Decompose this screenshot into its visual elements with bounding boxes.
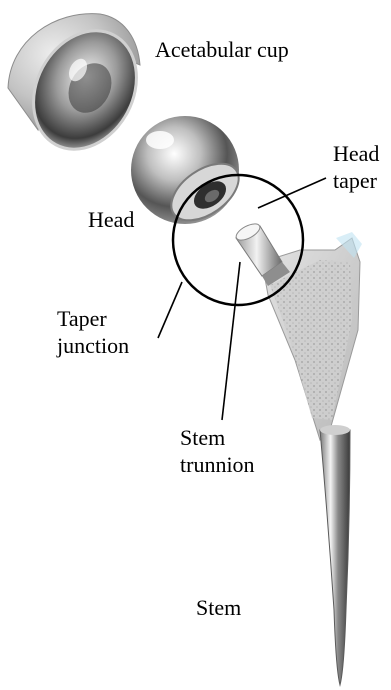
stem-label: Stem xyxy=(196,594,241,621)
stem-trunnion-leader-line xyxy=(222,262,240,420)
taper-junction-label: Taper junction xyxy=(57,305,129,359)
acetabular-cup-label: Acetabular cup xyxy=(155,36,289,63)
femoral-stem-shape xyxy=(262,232,362,685)
taper-junction-leader-line xyxy=(158,282,182,338)
taper-junction-label-line2: junction xyxy=(57,332,129,359)
stem-trunnion-label-line2: trunnion xyxy=(180,451,255,478)
femoral-head-shape xyxy=(131,116,249,232)
head-taper-label-line1: Head xyxy=(333,140,379,167)
taper-junction-label-line1: Taper xyxy=(57,305,129,332)
head-label: Head xyxy=(88,206,134,233)
acetabular-cup-shape xyxy=(8,13,156,168)
trunnion-shape xyxy=(234,221,290,286)
head-taper-label: Head taper xyxy=(333,140,379,194)
stem-trunnion-label-line1: Stem xyxy=(180,424,255,451)
stem-trunnion-label: Stem trunnion xyxy=(180,424,255,478)
head-taper-label-line2: taper xyxy=(333,167,379,194)
